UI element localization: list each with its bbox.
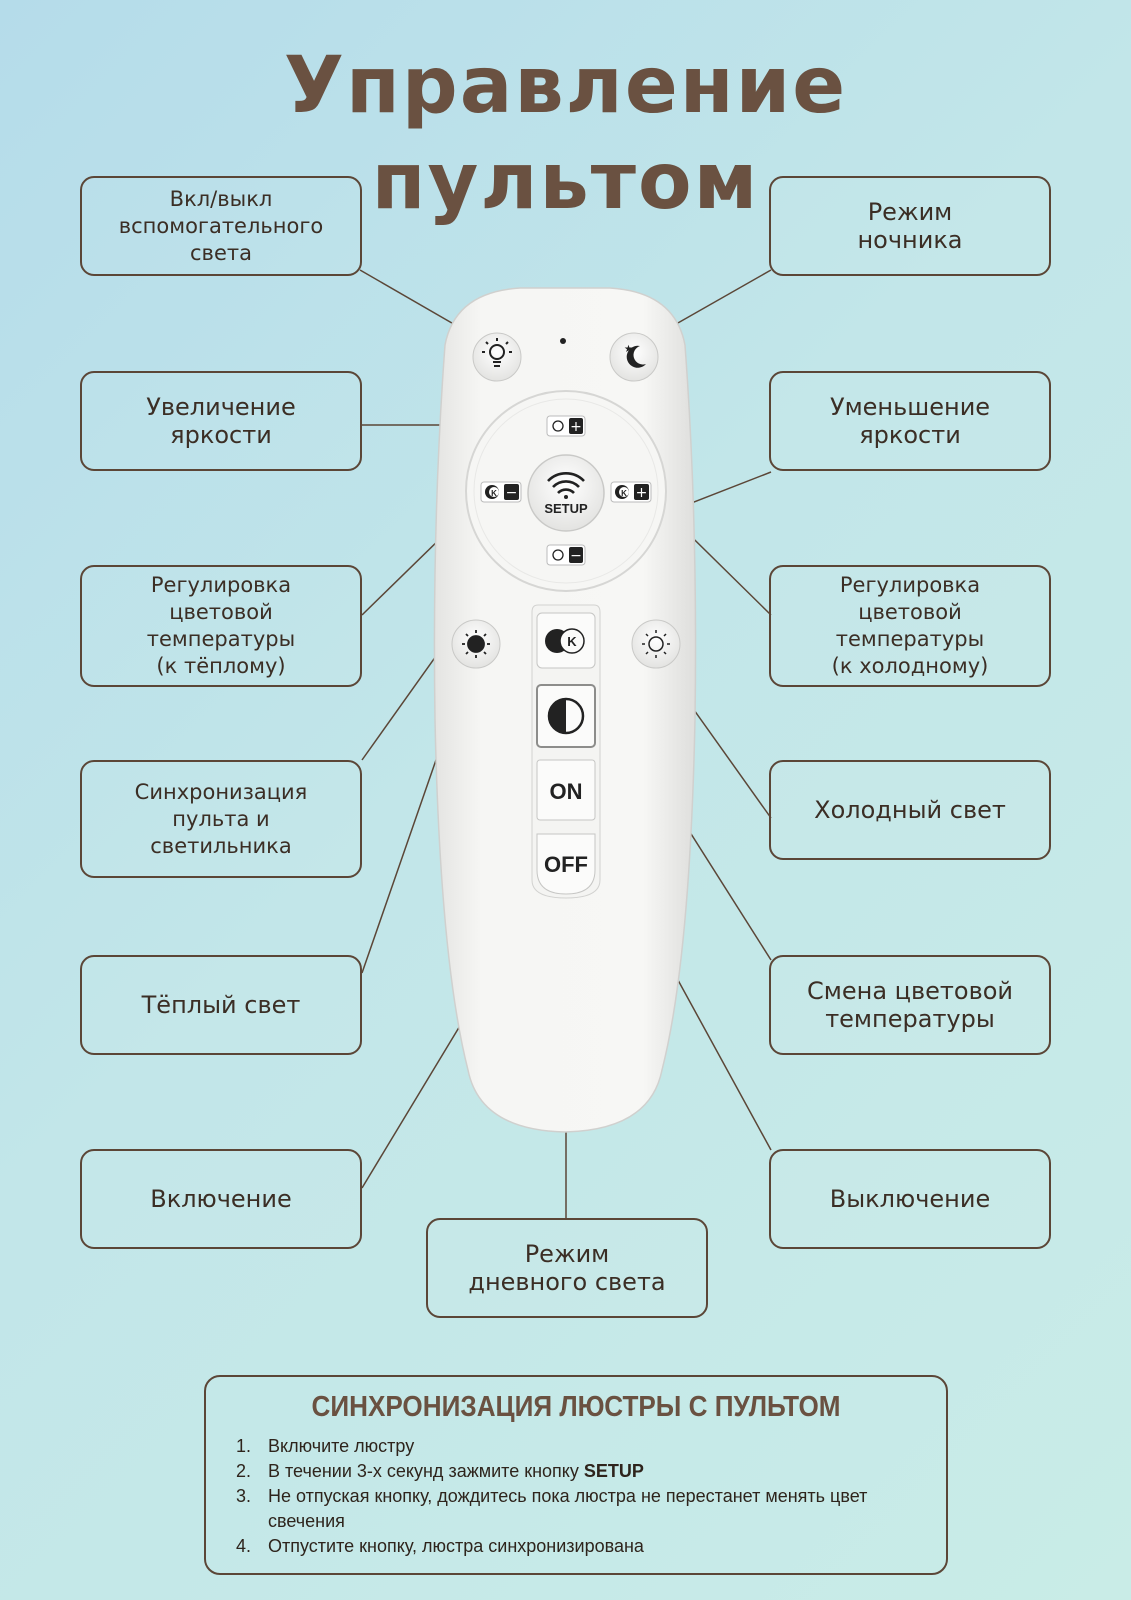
svg-text:K: K	[621, 489, 627, 498]
sun-filled-icon	[462, 630, 490, 658]
step-number: 4.	[236, 1536, 252, 1556]
color-temp-warm-button[interactable]: K −	[480, 481, 522, 503]
daylight-mode-button[interactable]	[536, 684, 596, 748]
sync-step: 4. Отпустите кнопку, люстра синхронизиро…	[236, 1534, 916, 1559]
half-circle-icon	[547, 697, 585, 735]
kelvin-icon: K	[545, 628, 585, 654]
color-temp-cold-button[interactable]: K +	[610, 481, 652, 503]
step-text-main: В течении 3-х секунд зажмите кнопку	[268, 1461, 584, 1481]
label-color-temp-cold: Регулировка цветовой температуры (к холо…	[769, 565, 1051, 687]
center-column	[531, 604, 601, 899]
aux-light-button[interactable]	[472, 332, 522, 382]
svg-text:−: −	[506, 485, 518, 501]
step-text-bold: SETUP	[583, 1461, 644, 1481]
svg-text:+: +	[570, 419, 582, 435]
step-text: В течении 3-х секунд зажмите кнопку SETU…	[268, 1459, 644, 1484]
title-line-1: Управление	[283, 41, 848, 131]
sync-step: 3. Не отпуская кнопку, дождитесь пока лю…	[236, 1484, 916, 1534]
label-power-off: Выключение	[769, 1149, 1051, 1249]
sun-outline-icon	[642, 630, 670, 658]
step-text: Отпустите кнопку, люстра синхронизирован…	[268, 1536, 644, 1556]
warm-light-button[interactable]	[451, 619, 501, 669]
on-label: ON	[550, 779, 583, 804]
label-daylight-mode: Режим дневного света	[426, 1218, 708, 1318]
moon-icon: ★	[624, 344, 646, 368]
indicator-led	[560, 338, 566, 344]
kelvin-letter: K	[567, 634, 577, 649]
color-temp-minus-icon: K −	[485, 484, 519, 501]
setup-label: SETUP	[544, 501, 588, 516]
sync-steps: 1. Включите люстру 2. В течении 3-х секу…	[236, 1434, 916, 1559]
title-line-2: пультом	[371, 137, 760, 227]
label-sync: Синхронизация пульта и светильника	[80, 760, 362, 878]
off-label: OFF	[544, 852, 588, 877]
page-title: Управление пультом	[0, 38, 1131, 230]
brightness-up-icon: +	[552, 418, 583, 435]
color-temp-plus-icon: K +	[615, 484, 649, 501]
svg-text:K: K	[491, 489, 497, 498]
label-brightness-down: Уменьшение яркости	[769, 371, 1051, 471]
label-aux-light: Вкл/выкл вспомогательного света	[80, 176, 362, 276]
label-brightness-up: Увеличение яркости	[80, 371, 362, 471]
brightness-up-button[interactable]: +	[546, 415, 586, 437]
svg-text:+: +	[636, 485, 648, 501]
sync-step: 2. В течении 3-х секунд зажмите кнопку S…	[236, 1459, 916, 1484]
night-mode-button[interactable]: ★	[609, 332, 659, 382]
label-night-mode: Режим ночника	[769, 176, 1051, 276]
brightness-down-icon: −	[552, 547, 583, 564]
sync-instructions: СИНХРОНИЗАЦИЯ ЛЮСТРЫ С ПУЛЬТОМ 1. Включи…	[204, 1375, 948, 1575]
label-change-color-temp: Смена цветовой температуры	[769, 955, 1051, 1055]
svg-text:★: ★	[624, 344, 633, 355]
svg-text:−: −	[570, 548, 582, 564]
label-color-temp-warm: Регулировка цветовой температуры (к тёпл…	[80, 565, 362, 687]
step-number: 1.	[236, 1436, 252, 1456]
step-number: 2.	[236, 1461, 252, 1481]
sync-title: СИНХРОНИЗАЦИЯ ЛЮСТРЫ С ПУЛЬТОМ	[311, 1391, 841, 1423]
color-temp-change-button[interactable]: K	[536, 612, 596, 669]
off-button[interactable]: OFF	[536, 833, 596, 895]
setup-button[interactable]: SETUP	[527, 454, 605, 532]
wifi-icon	[547, 472, 585, 499]
cold-light-button[interactable]	[631, 619, 681, 669]
step-text: Не отпуская кнопку, дождитесь пока люстр…	[268, 1486, 868, 1531]
label-warm-light: Тёплый свет	[80, 955, 362, 1055]
brightness-down-button[interactable]: −	[546, 544, 586, 566]
sync-step: 1. Включите люстру	[236, 1434, 916, 1459]
on-button[interactable]: ON	[536, 759, 596, 821]
bulb-icon	[482, 338, 512, 367]
label-power-on: Включение	[80, 1149, 362, 1249]
label-cold-light: Холодный свет	[769, 760, 1051, 860]
step-text: Включите люстру	[268, 1436, 415, 1456]
step-number: 3.	[236, 1486, 252, 1506]
